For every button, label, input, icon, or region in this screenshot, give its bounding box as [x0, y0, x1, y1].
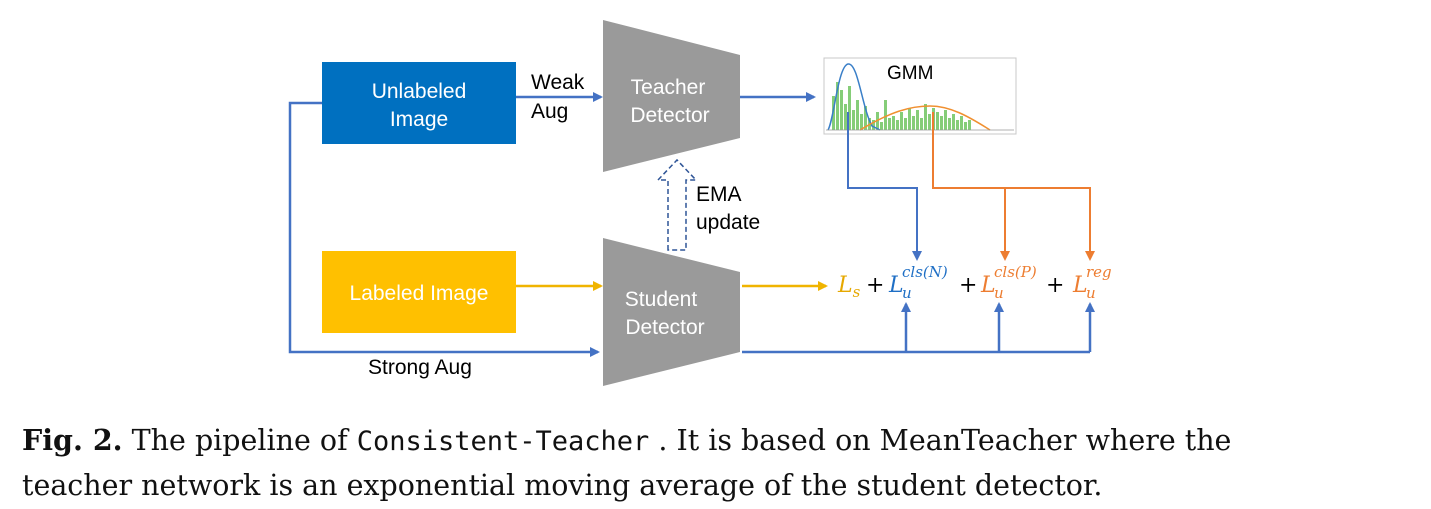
student-detector-label: Student: [625, 288, 698, 311]
weak-aug-label-2: Aug: [531, 100, 568, 123]
loss-reg-sup: reg: [1086, 263, 1112, 281]
caption-line-2: teacher network is an exponential moving…: [22, 469, 1103, 502]
unlabeled-image-label-2: Image: [390, 108, 448, 131]
unlabeled-image-label: Unlabeled: [372, 80, 467, 103]
teacher-detector-label-2: Detector: [630, 104, 709, 127]
loss-cls-p-base: L: [980, 273, 996, 298]
loss-cls-n-base: L: [888, 273, 904, 298]
caption-line-1: Fig. 2. The pipeline of Consistent-Teach…: [22, 418, 1412, 464]
loss-cls-n-sub: u: [902, 284, 912, 302]
ema-label: EMA: [696, 183, 742, 206]
unlabeled-image-node: [322, 62, 516, 144]
teacher-detector-label: Teacher: [631, 76, 706, 99]
student-detector-label-2: Detector: [625, 316, 704, 339]
pipeline-diagram: Unlabeled Image Labeled Image Teacher De…: [288, 20, 1112, 386]
ema-label-2: update: [696, 211, 760, 234]
plus-2: +: [959, 273, 977, 298]
labeled-image-node: [322, 251, 516, 333]
loss-cls-p-sub: u: [994, 284, 1004, 302]
gmm-to-reg-path: [1005, 187, 1095, 261]
figure-caption: Fig. 2. The pipeline of Consistent-Teach…: [22, 418, 1412, 508]
plus-1: +: [866, 273, 884, 298]
plus-3: +: [1046, 273, 1064, 298]
loss-reg-base: L: [1072, 273, 1088, 298]
gmm-to-cls-n-path: [847, 112, 922, 261]
loss-cls-p-sup: cls(P): [994, 263, 1037, 281]
gmm-title: GMM: [887, 63, 933, 84]
loss-formula: Ls + L u cls(N) + L u cls(P) + L u reg: [837, 263, 1112, 302]
ema-update-arrow: [656, 158, 698, 251]
gmm-positive-curve: [859, 105, 991, 131]
loss-ls: Ls: [837, 273, 861, 301]
weak-aug-label: Weak: [531, 71, 585, 94]
gmm-to-cls-p-path: [932, 112, 1010, 261]
strong-aug-label: Strong Aug: [368, 356, 472, 379]
caption-code: Consistent-Teacher: [356, 426, 650, 457]
strong-aug-path: [288, 101, 600, 357]
teacher-detector-node: [603, 20, 740, 172]
labeled-image-label: Labeled Image: [350, 282, 489, 305]
figure-label: Fig. 2.: [22, 423, 123, 457]
caption-text-a: The pipeline of: [122, 424, 357, 457]
loss-cls-n-sup: cls(N): [902, 263, 948, 281]
gmm-plot: GMM: [823, 57, 1017, 135]
caption-text-b: . It is based on MeanTeacher where the: [649, 424, 1232, 457]
gmm-negative-curve: [827, 63, 881, 131]
student-detector-node: [603, 238, 740, 386]
gmm-histogram: [832, 82, 971, 130]
loss-reg-sub: u: [1086, 284, 1096, 302]
